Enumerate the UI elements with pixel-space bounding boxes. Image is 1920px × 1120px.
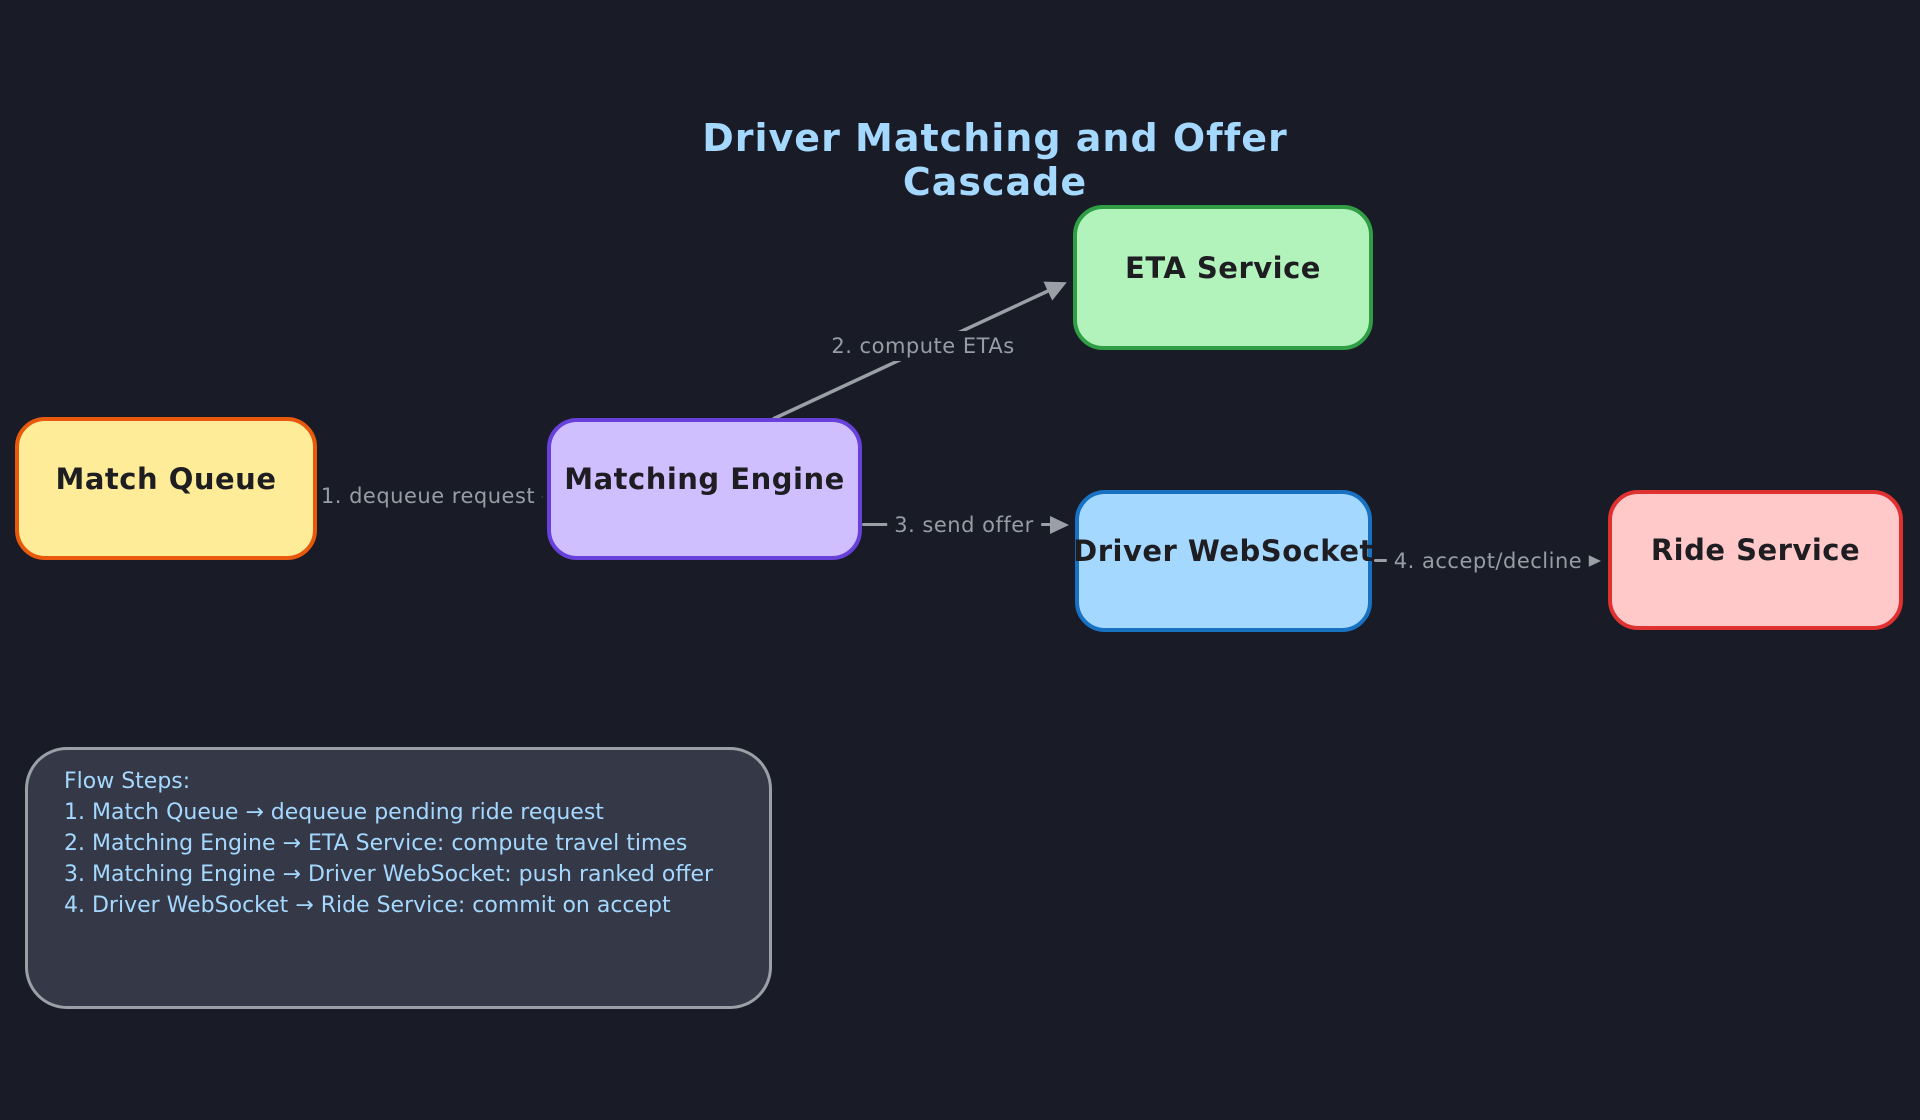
flow-steps-heading: Flow Steps:: [64, 769, 191, 794]
node-eta-service[interactable]: ETA Service: [1073, 205, 1373, 350]
node-ride-service[interactable]: Ride Service: [1608, 490, 1903, 630]
flow-step-1: 1. Match Queue → dequeue pending ride re…: [64, 800, 604, 825]
edge-label-dequeue-request: 1. dequeue request: [313, 481, 543, 511]
node-matching-engine-label: Matching Engine: [564, 462, 845, 496]
node-driver-websocket-label: Driver WebSocket: [1073, 534, 1374, 568]
edge-label-compute-etas: 2. compute ETAs: [824, 331, 1022, 361]
edge-label-accept-decline: 4. accept/decline: [1386, 546, 1590, 576]
node-match-queue[interactable]: Match Queue: [15, 417, 317, 560]
edge-label-send-offer: 3. send offer: [887, 510, 1041, 540]
node-driver-websocket[interactable]: Driver WebSocket: [1073, 490, 1374, 632]
flow-step-3: 3. Matching Engine → Driver WebSocket: p…: [64, 862, 714, 887]
node-match-queue-label: Match Queue: [55, 461, 277, 496]
diagram-title: Driver Matching and Offer Cascade: [702, 116, 1288, 204]
node-ride-service-label: Ride Service: [1650, 533, 1861, 567]
flow-steps-panel[interactable]: Flow Steps: 1. Match Queue → dequeue pen…: [25, 747, 772, 1009]
flow-step-2: 2. Matching Engine → ETA Service: comput…: [64, 831, 688, 856]
flow-step-4: 4. Driver WebSocket → Ride Service: comm…: [64, 893, 671, 918]
node-eta-service-label: ETA Service: [1125, 250, 1321, 285]
edge-send-offer-arrowhead: [1050, 516, 1069, 534]
node-matching-engine[interactable]: Matching Engine: [547, 418, 862, 560]
